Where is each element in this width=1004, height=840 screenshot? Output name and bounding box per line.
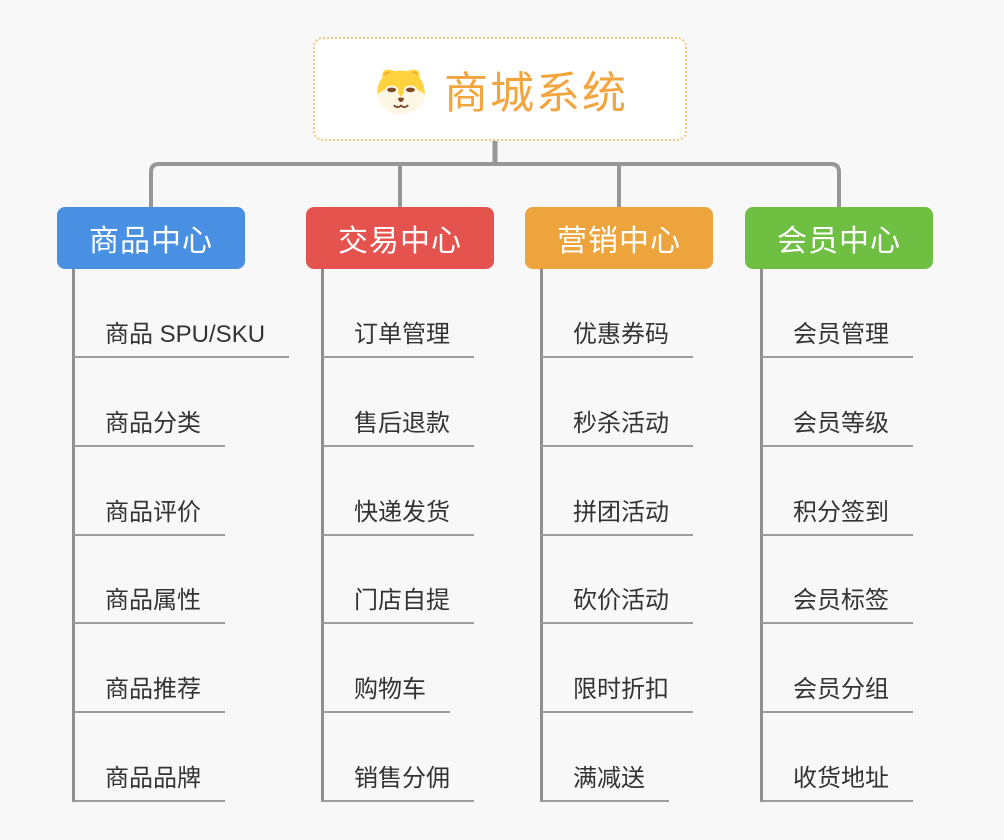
bus-line — [149, 162, 841, 207]
list-item[interactable]: 砍价活动 — [541, 585, 693, 624]
list-item[interactable]: 秒杀活动 — [541, 408, 693, 447]
root-title: 商城系统 — [444, 69, 628, 118]
list-item[interactable]: 会员标签 — [761, 585, 913, 624]
shiba-dog-icon — [376, 69, 426, 115]
list-item[interactable]: 商品分类 — [73, 408, 225, 447]
list-item[interactable]: 商品品牌 — [73, 763, 225, 802]
list-item[interactable]: 快递发货 — [322, 497, 474, 536]
branch-header-trade[interactable]: 交易中心 — [306, 207, 494, 269]
list-item[interactable]: 会员管理 — [761, 319, 913, 358]
list-item[interactable]: 售后退款 — [322, 408, 474, 447]
list-item[interactable]: 拼团活动 — [541, 497, 693, 536]
list-item[interactable]: 商品 SPU/SKU — [73, 319, 290, 358]
branch-header-member[interactable]: 会员中心 — [745, 207, 933, 269]
list-item[interactable]: 商品评价 — [73, 497, 225, 536]
list-item[interactable]: 销售分佣 — [322, 763, 474, 802]
list-item[interactable]: 商品属性 — [73, 585, 225, 624]
list-item[interactable]: 购物车 — [322, 674, 450, 713]
branch-member-center: 会员中心 会员管理会员等级积分签到会员标签会员分组收货地址 — [745, 207, 995, 807]
list-item[interactable]: 订单管理 — [322, 319, 474, 358]
list-item[interactable]: 限时折扣 — [541, 674, 693, 713]
list-item[interactable]: 优惠券码 — [541, 319, 693, 358]
list-item[interactable]: 收货地址 — [761, 763, 913, 802]
list-item[interactable]: 会员等级 — [761, 408, 913, 447]
list-item[interactable]: 会员分组 — [761, 674, 913, 713]
branch-trade-center: 交易中心 订单管理售后退款快递发货门店自提购物车销售分佣 — [306, 207, 556, 807]
branch-product-center: 商品中心 商品 SPU/SKU 商品分类商品评价商品属性商品推荐商品品牌 — [57, 207, 307, 807]
list-item[interactable]: 商品推荐 — [73, 674, 225, 713]
branch-header-product[interactable]: 商品中心 — [57, 207, 245, 269]
list-item[interactable]: 满减送 — [541, 763, 669, 802]
list-item[interactable]: 积分签到 — [761, 497, 913, 536]
root-node[interactable]: 商城系统 — [313, 37, 687, 141]
list-item[interactable]: 门店自提 — [322, 585, 474, 624]
branch-marketing-center: 营销中心 优惠券码秒杀活动拼团活动砍价活动限时折扣满减送 — [525, 207, 775, 807]
branch-header-marketing[interactable]: 营销中心 — [525, 207, 713, 269]
